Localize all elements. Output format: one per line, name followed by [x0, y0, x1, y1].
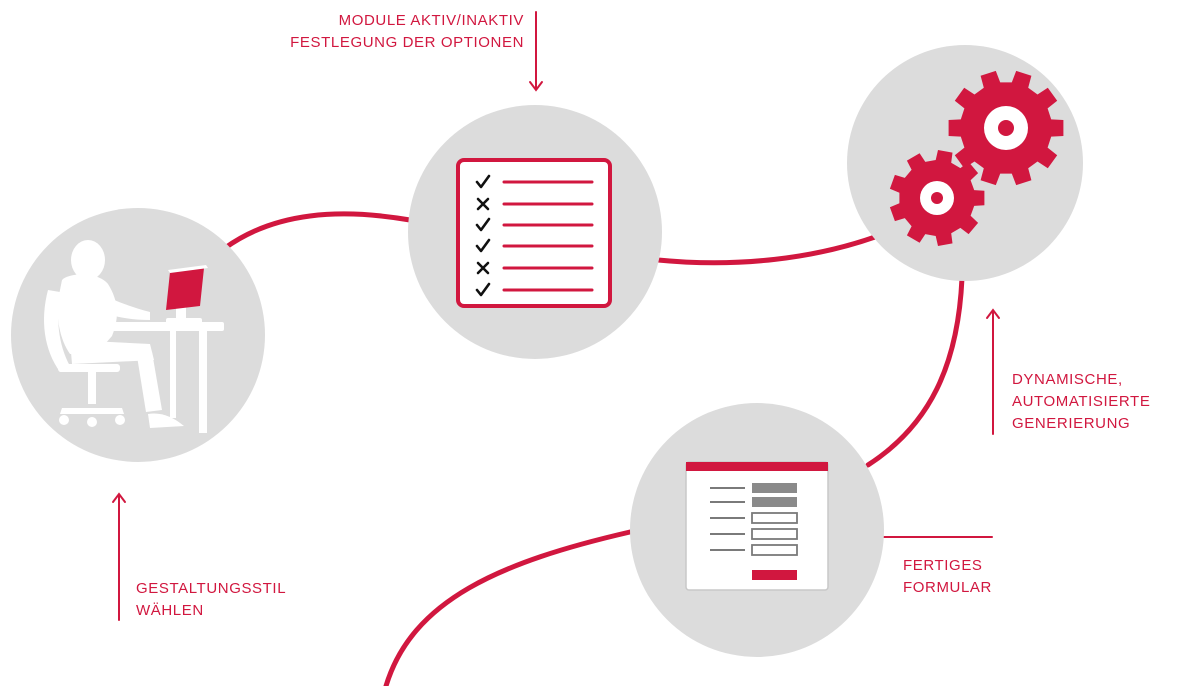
generation-label: DYNAMISCHE, AUTOMATISIERTE GENERIERUNG: [1012, 369, 1150, 435]
cross-mark-icon: [476, 261, 490, 275]
small-gear-icon: [889, 150, 985, 246]
modules-label-line1: MODULE AKTIV/INAKTIV: [338, 12, 524, 29]
form-label: FERTIGES FORMULAR: [903, 555, 992, 599]
gears-icon: [889, 70, 1064, 246]
modules-label-line2: FESTLEGUNG DER OPTIONEN: [290, 34, 524, 51]
connector-gears-to-form: [865, 275, 965, 468]
modules-arrow-head: [529, 81, 543, 92]
form-label-line1: FERTIGES: [903, 557, 983, 574]
style-label: GESTALTUNGSSTIL WÄHLEN: [136, 578, 286, 622]
generation-label-line2: AUTOMATISIERTE: [1012, 393, 1151, 410]
cross-mark-icon: [476, 197, 490, 211]
style-arrow-head: [112, 492, 126, 503]
generation-arrow-head: [986, 308, 1000, 319]
check-mark-icon: [475, 174, 491, 189]
check-mark-icon: [475, 217, 491, 232]
connector-form-to-bottom: [383, 529, 633, 686]
check-mark-icon: [475, 238, 491, 253]
checklist-icon: [456, 158, 612, 308]
modules-label: MODULE AKTIV/INAKTIV FESTLEGUNG DER OPTI…: [290, 10, 524, 54]
form-label-line2: FORMULAR: [903, 579, 992, 596]
generation-label-line3: GENERIERUNG: [1012, 415, 1131, 432]
monitor-screen-icon: [166, 268, 204, 310]
style-label-line1: GESTALTUNGSSTIL: [136, 580, 287, 597]
form-document-icon: [685, 461, 829, 591]
form-submit-bar: [752, 570, 797, 580]
connector-checklist-to-gears: [655, 234, 878, 266]
check-mark-icon: [475, 282, 491, 297]
large-gear-icon: [948, 70, 1064, 186]
style-label-line2: WÄHLEN: [136, 602, 204, 619]
generation-label-line1: DYNAMISCHE,: [1012, 371, 1123, 388]
person-at-computer-icon: [44, 240, 224, 433]
connector-person-to-checklist: [222, 211, 413, 251]
